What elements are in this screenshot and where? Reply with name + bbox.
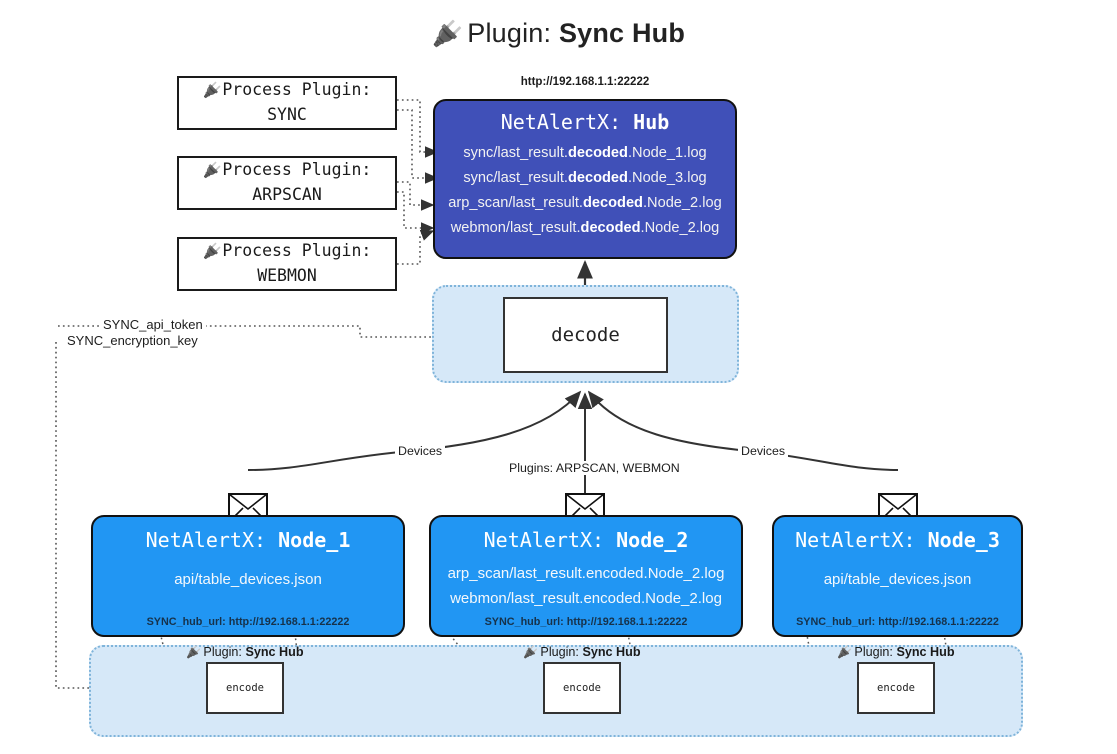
process-plugin-box-sync[interactable]: 🔌Process Plugin: SYNC: [177, 76, 397, 130]
process-plugin-line1: 🔌Process Plugin:: [203, 158, 372, 183]
edge-label-devices-left: Devices: [395, 444, 446, 458]
encoder-caption-node-1: 🔌Plugin: Sync Hub: [186, 645, 304, 659]
edge-label-plugins-center: Plugins: ARPSCAN, WEBMON: [506, 461, 683, 475]
hub-log-line: sync/last_result.decoded.Node_3.log: [463, 170, 707, 187]
process-plugin-box-arpscan[interactable]: 🔌Process Plugin: ARPSCAN: [177, 156, 397, 210]
decode-box[interactable]: decode: [503, 297, 668, 373]
encode-box-node-2[interactable]: encode: [543, 662, 621, 714]
node-title: NetAlertX: Node_2: [483, 528, 689, 552]
process-plugin-line2: ARPSCAN: [252, 185, 322, 204]
node-footer: SYNC_hub_url: http://192.168.1.1:22222: [484, 616, 688, 628]
plug-icon: 🔌: [202, 81, 222, 100]
process-plugin-line2: WEBMON: [257, 266, 317, 285]
hub-log-line: arp_scan/last_result.decoded.Node_2.log: [448, 195, 722, 212]
node-line: webmon/last_result.encoded.Node_2.log: [450, 589, 722, 607]
plug-icon: 🔌: [202, 161, 222, 180]
plug-icon: 🔌: [202, 242, 222, 261]
encode-box-node-1[interactable]: encode: [206, 662, 284, 714]
hub-box[interactable]: NetAlertX: Hub sync/last_result.decoded.…: [433, 99, 737, 259]
node-box-node-2[interactable]: NetAlertX: Node_2 arp_scan/last_result.e…: [429, 515, 743, 637]
plug-icon: 🔌: [186, 645, 202, 659]
process-plugin-box-webmon[interactable]: 🔌Process Plugin: WEBMON: [177, 237, 397, 291]
process-plugin-line1: 🔌Process Plugin:: [203, 78, 372, 103]
process-plugin-line1: 🔌Process Plugin:: [203, 239, 372, 264]
page-title: 🔌Plugin: Sync Hub: [0, 18, 1117, 49]
process-plugin-line2: SYNC: [267, 105, 307, 124]
node-box-node-1[interactable]: NetAlertX: Node_1 api/table_devices.json…: [91, 515, 405, 637]
edge-label-sync-api-token: SYNC_api_token: [100, 317, 206, 332]
plug-icon: 🔌: [837, 645, 853, 659]
node-line: api/table_devices.json: [174, 571, 322, 588]
node-box-node-3[interactable]: NetAlertX: Node_3 api/table_devices.json…: [772, 515, 1023, 637]
node-line: api/table_devices.json: [823, 571, 972, 588]
title-name: Sync Hub: [558, 18, 686, 48]
node-footer: SYNC_hub_url: http://192.168.1.1:22222: [796, 616, 999, 628]
encode-box-node-3[interactable]: encode: [857, 662, 935, 714]
encoder-caption-node-2: 🔌Plugin: Sync Hub: [523, 645, 641, 659]
edge-label-sync-encryption-key: SYNC_encryption_key: [64, 333, 201, 348]
edge-label-devices-right: Devices: [738, 444, 789, 458]
node-title: NetAlertX: Node_3: [795, 528, 1000, 552]
hub-title: NetAlertX: Hub: [500, 110, 670, 134]
encoder-caption-node-3: 🔌Plugin: Sync Hub: [837, 645, 955, 659]
hub-log-line: webmon/last_result.decoded.Node_2.log: [450, 220, 720, 237]
node-title: NetAlertX: Node_1: [145, 528, 351, 552]
hub-log-line: sync/last_result.decoded.Node_1.log: [463, 145, 707, 161]
title-prefix: Plugin:: [467, 18, 552, 48]
plug-icon: 🔌: [523, 645, 539, 659]
hub-url-label: http://192.168.1.1:22222: [520, 76, 650, 88]
node-line: arp_scan/last_result.encoded.Node_2.log: [447, 565, 725, 582]
plug-icon: 🔌: [431, 20, 464, 48]
node-footer: SYNC_hub_url: http://192.168.1.1:22222: [146, 616, 350, 628]
